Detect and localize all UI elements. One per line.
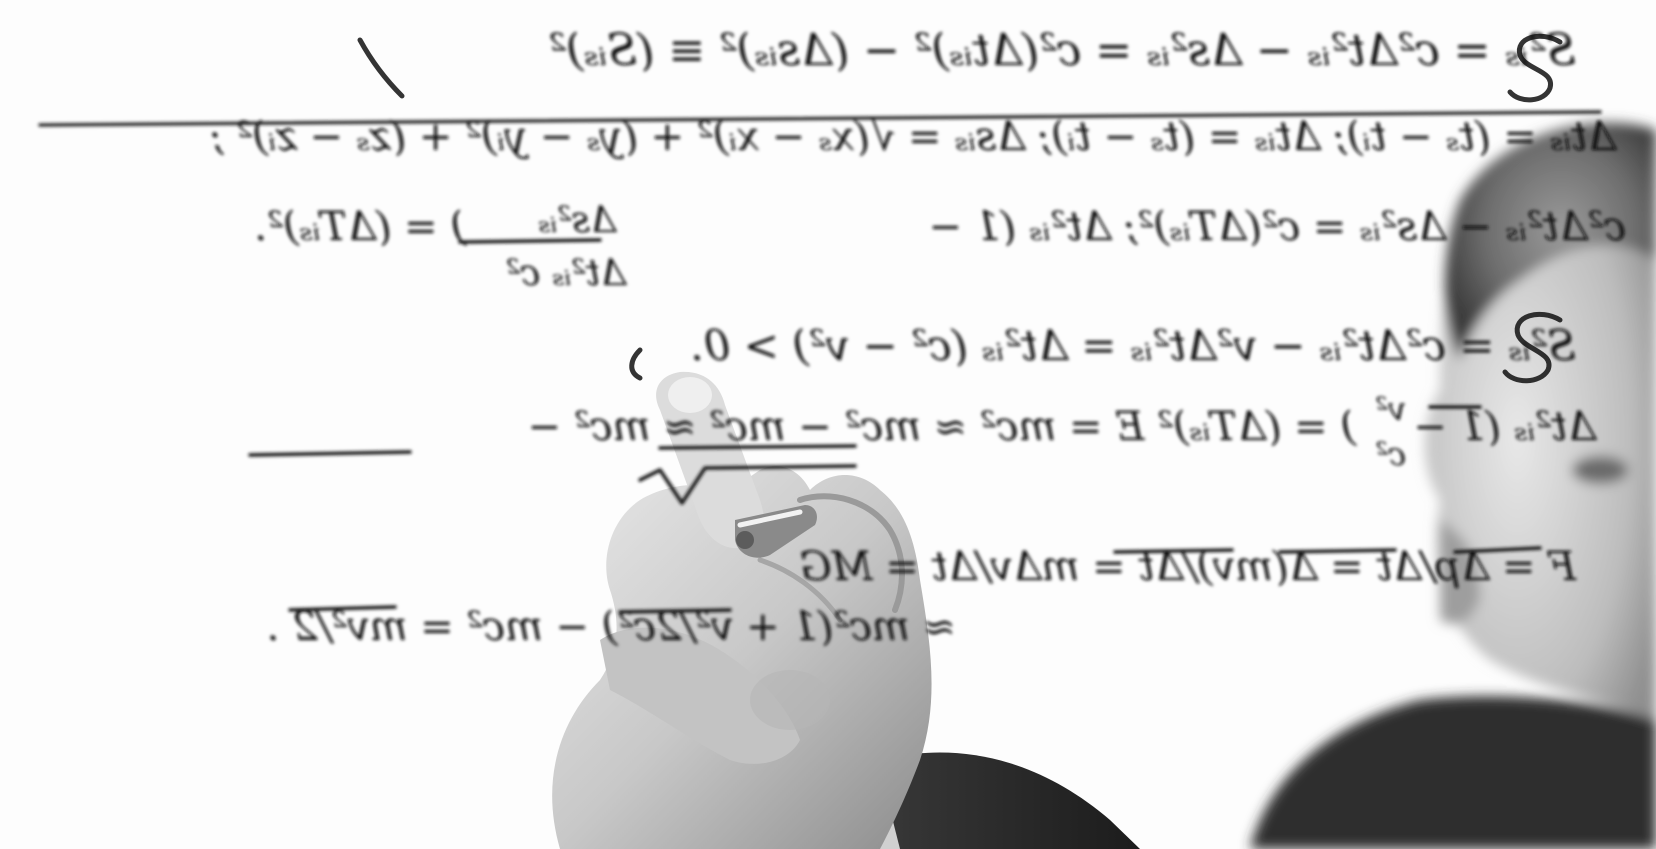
svg-text:v²: v² [1375, 390, 1406, 428]
svg-text:) = (ΔTᵢₛ)² E = mc²: ) = (ΔTᵢₛ)² E = mc² ≈ mc² − mc² ≈ mc² − [528, 404, 1357, 450]
person-blurred [1250, 122, 1656, 849]
svg-text:S²ᵢₛ = c²Δt²ᵢₛ − v²Δt²ᵢₛ = Δt²: S²ᵢₛ = c²Δt²ᵢₛ − v²Δt²ᵢₛ = Δt²ᵢₛ (c² − v… [690, 321, 1576, 370]
svg-text:Δt²ᵢₛ c²: Δt²ᵢₛ c² [506, 253, 628, 294]
svg-text:c²: c² [1375, 435, 1406, 473]
marker-pen [735, 505, 817, 558]
handwritten-equations: S²ᵢₛ = c²Δt²ᵢₛ − Δs²ᵢₛ = c²(Δtᵢₛ)² − (Δs… [38, 25, 1626, 650]
svg-text:Δs²ᵢₛ: Δs²ᵢₛ [538, 200, 618, 241]
hand [552, 371, 932, 849]
svg-text:≈ mc²(1 + v²/2c²) − mc² = mv²/: ≈ mc²(1 + v²/2c²) − mc² = mv²/2 . [267, 604, 956, 650]
handwriting-strokes [357, 33, 1563, 384]
svg-text:Δt²ᵢₛ (1 −: Δt²ᵢₛ (1 − [1413, 404, 1598, 450]
svg-text:c²Δt²ᵢₛ − Δs²ᵢₛ = c²(ΔTᵢₛ)²;: c²Δt²ᵢₛ − Δs²ᵢₛ = c²(ΔTᵢₛ)²; Δt²ᵢₛ (1 − [929, 204, 1626, 250]
svg-text:) = (ΔTᵢₛ)².: ) = (ΔTᵢₛ)². [254, 204, 467, 250]
svg-text:S²ᵢₛ = c²Δt²ᵢₛ − Δs²ᵢₛ = c²(Δt: S²ᵢₛ = c²Δt²ᵢₛ − Δs²ᵢₛ = c²(Δtᵢₛ)² − (Δs… [548, 25, 1576, 76]
